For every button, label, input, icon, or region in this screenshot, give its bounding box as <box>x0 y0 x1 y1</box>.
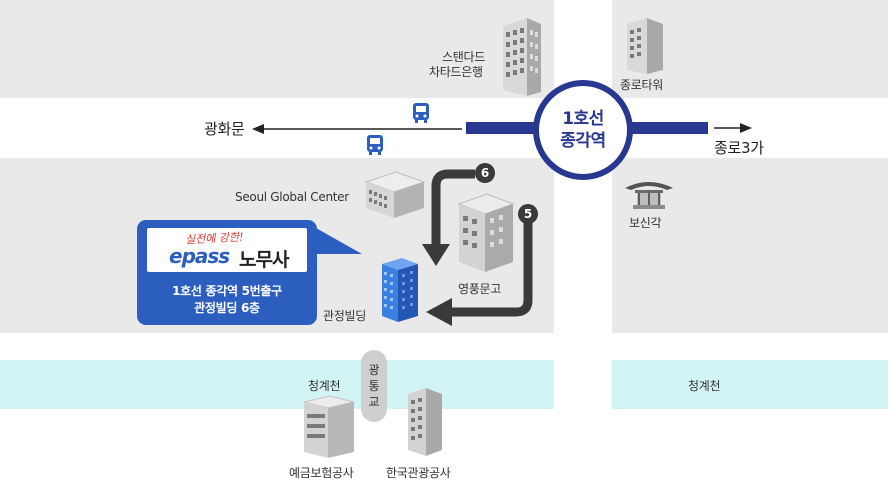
building-icon-gwanjeong <box>382 258 418 322</box>
seoul-global-center-label: Seoul Global Center <box>235 190 349 204</box>
building-icon-youngpung <box>457 193 515 272</box>
gwangtong-bridge: 광 통 교 <box>361 350 387 422</box>
card-address-line1: 1호선 종각역 5번출구 <box>172 284 282 298</box>
bus-icon <box>367 135 383 155</box>
exit-6-badge: 6 <box>475 163 495 183</box>
jonggak-station-marker: 1호선 종각역 <box>533 80 633 180</box>
cheonggyecheon-stream-east <box>612 360 888 409</box>
card-address-line2: 관정빌딩 6층 <box>194 301 260 315</box>
bridge-char-1: 광 <box>368 363 380 377</box>
building-icon-jongno-tower <box>627 18 663 74</box>
route-arrow-exit5 <box>426 222 533 326</box>
arrow-west <box>252 124 462 134</box>
exit-5-badge: 5 <box>518 204 538 224</box>
location-info-card: 실전에 강한! epass 노무사 1호선 종각역 5번출구 관정빌딩 6층 <box>137 220 317 325</box>
cheonggyecheon-stream-west <box>0 360 554 409</box>
block-north-west <box>0 0 554 98</box>
bridge-char-2: 통 <box>368 379 380 393</box>
cheonggyecheon-label-west: 청계천 <box>308 379 341 393</box>
logo-brand-korean: 노무사 <box>239 249 289 271</box>
direction-east-label: 종로3가 <box>714 139 764 157</box>
building-icon-seoul-global-center <box>364 171 426 218</box>
epass-logo: 실전에 강한! epass 노무사 <box>147 228 307 272</box>
standard-chartered-label-1: 스탠다드 <box>442 50 485 64</box>
subway-line-west <box>466 122 546 134</box>
route-arrow-exit6 <box>422 169 475 266</box>
station-name-label: 종각역 <box>560 131 606 151</box>
building-icon-standard-chartered <box>503 18 541 96</box>
bosingak-label: 보신각 <box>629 216 662 230</box>
station-line-label: 1호선 <box>562 109 604 129</box>
direction-west-label: 광화문 <box>204 120 245 138</box>
standard-chartered-label-2: 차타드은행 <box>429 65 483 79</box>
logo-brand: epass <box>169 244 230 268</box>
card-pointer <box>316 228 362 254</box>
youngpung-label: 영풍문고 <box>458 282 501 296</box>
building-icon-kto <box>408 388 442 456</box>
arrow-east <box>714 123 752 133</box>
jongno-tower-label: 종로타워 <box>620 78 663 92</box>
bus-icon <box>413 103 429 123</box>
gwanjeong-label: 관정빌딩 <box>323 309 366 323</box>
subway-line-east <box>620 122 708 134</box>
kdic-label: 예금보험공사 <box>289 466 354 480</box>
building-icon-kdic <box>303 395 355 458</box>
pagoda-icon <box>625 182 673 209</box>
bridge-char-3: 교 <box>368 395 380 409</box>
cheonggyecheon-label-east: 청계천 <box>688 379 721 393</box>
block-south-east <box>612 158 888 333</box>
kto-label: 한국관광공사 <box>386 466 451 480</box>
